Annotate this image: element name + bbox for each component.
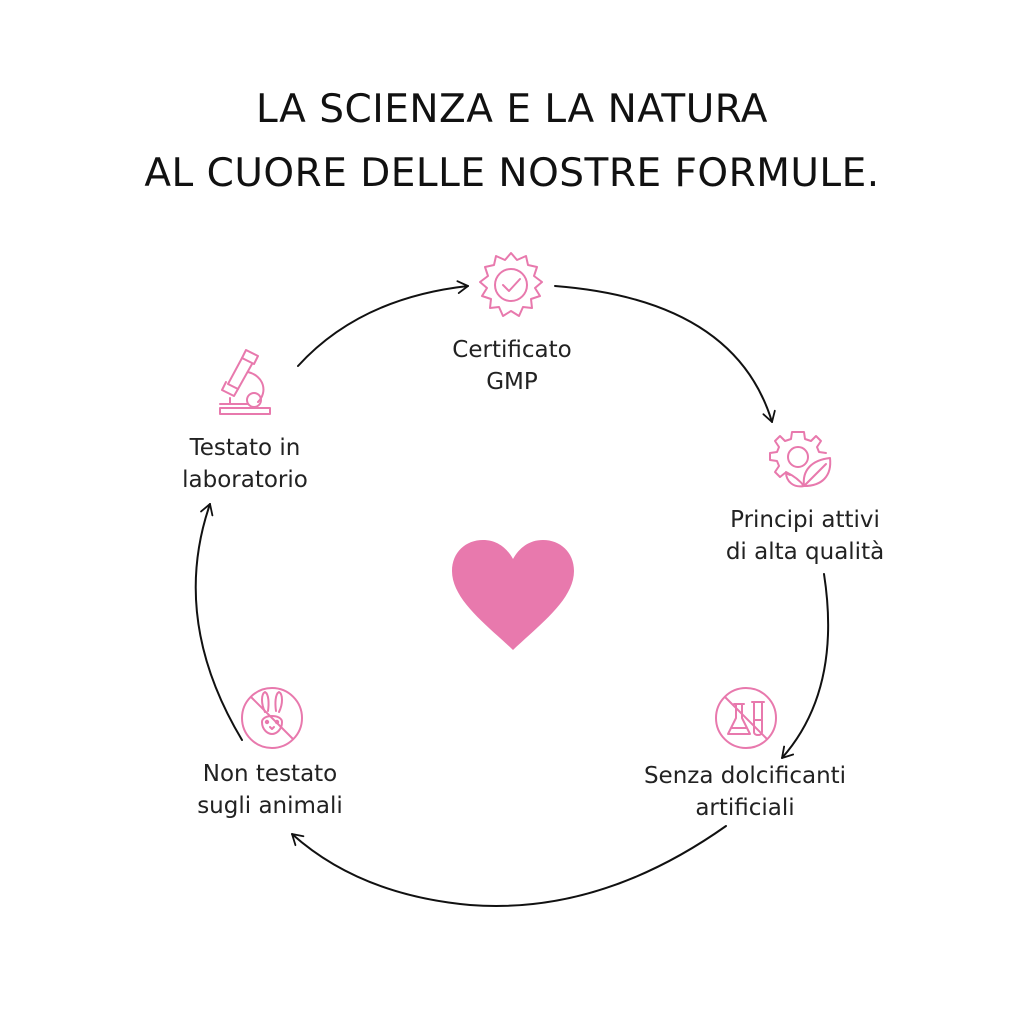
node-senza-line1: Senza dolcificanti (643, 763, 847, 789)
node-label-senza: Senza dolcificanti artificiali (600, 760, 890, 824)
node-principi-line2: di alta qualità (725, 539, 885, 565)
node-label-laboratorio: Testato in laboratorio (140, 432, 350, 496)
node-lab-line2: laboratorio (182, 467, 308, 493)
no-animal-testing-icon (232, 678, 312, 758)
node-gmp-line1: Certificato (452, 337, 572, 363)
node-gmp-line2: GMP (486, 369, 538, 395)
arrow-gmp-to-principi (554, 285, 776, 423)
badge-check-icon (471, 247, 551, 327)
node-label-gmp: Certificato GMP (412, 334, 612, 398)
node-lab-line1: Testato in (189, 435, 301, 461)
no-sweetener-icon (706, 680, 786, 760)
title-line-2: AL CUORE DELLE NOSTRE FORMULE. (144, 151, 880, 196)
arrow-animali-to-lab (194, 503, 243, 741)
node-animali-line2: sugli animali (197, 793, 343, 819)
title-line-1: LA SCIENZA E LA NATURA (256, 87, 768, 132)
page-title: LA SCIENZA E LA NATURA AL CUORE DELLE NO… (0, 78, 1024, 206)
node-senza-line2: artificiali (695, 795, 795, 821)
arrow-lab-to-gmp (297, 280, 469, 367)
arrow-principi-to-senza (781, 573, 830, 759)
microscope-icon (208, 342, 288, 422)
node-animali-line1: Non testato (202, 761, 338, 787)
gear-leaf-icon (768, 424, 848, 504)
heart-icon (448, 538, 578, 653)
node-label-principi: Principi attivi di alta qualità (695, 504, 915, 568)
arrow-senza-to-animali (291, 825, 727, 907)
node-label-animali: Non testato sugli animali (160, 758, 380, 822)
node-principi-line1: Principi attivi (730, 507, 880, 533)
